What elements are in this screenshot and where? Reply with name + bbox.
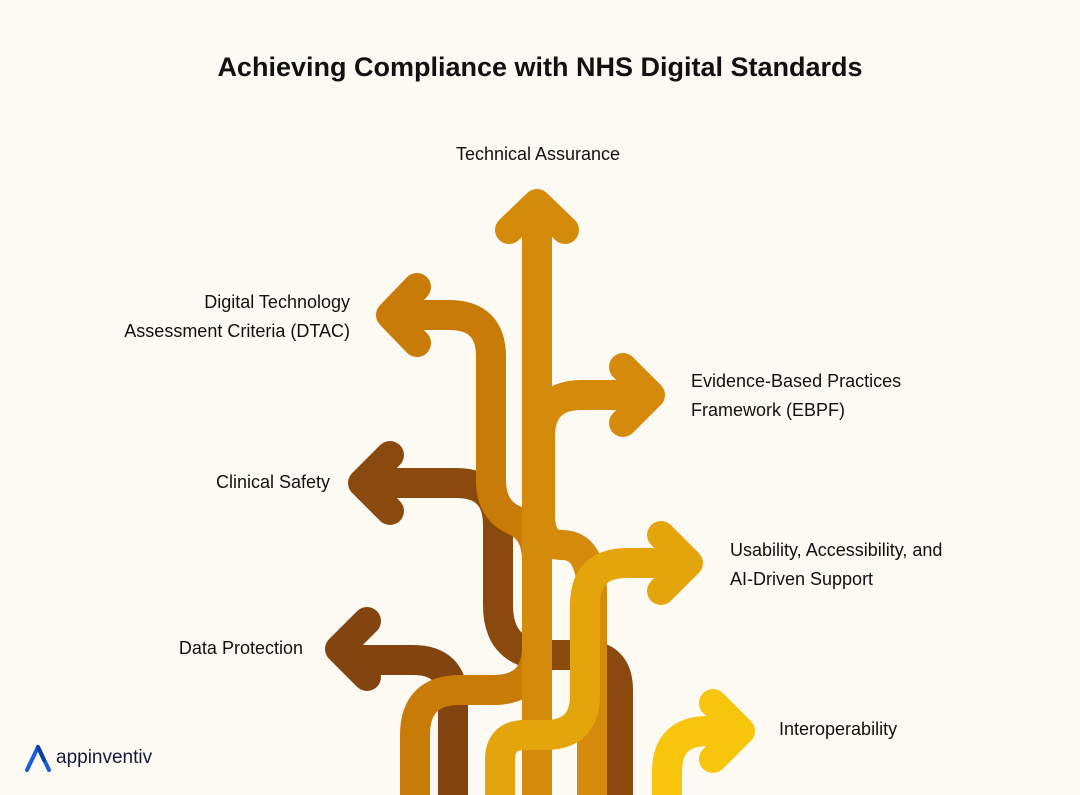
arrow-interoperability [652, 716, 730, 795]
diagram-title: Achieving Compliance with NHS Digital St… [217, 52, 863, 82]
arrowhead-technical-assurance [495, 189, 579, 244]
arrowhead-usability [647, 521, 703, 605]
arrowhead-dtac [376, 273, 431, 357]
arrowhead-ebpf [609, 353, 665, 437]
label-usability-line2: AI-Driven Support [730, 569, 874, 589]
label-ebpf-line1: Evidence-Based Practices [691, 371, 902, 391]
label-technical-assurance: Technical Assurance [420, 140, 656, 169]
arrowhead-interoperability [699, 689, 755, 773]
label-usability: Usability, Accessibility, and AI-Driven … [730, 536, 1060, 594]
label-interoperability: Interoperability [779, 715, 979, 744]
label-dtac-line2: Assessment Criteria (DTAC) [124, 321, 350, 341]
label-ebpf: Evidence-Based Practices Framework (EBPF… [691, 367, 991, 425]
brand-mark-icon [25, 745, 51, 772]
label-clinical-safety-text: Clinical Safety [215, 472, 330, 492]
label-data-protection: Data Protection [103, 634, 303, 663]
arrowhead-clinical-safety [348, 441, 404, 525]
arrow-usability [485, 548, 680, 795]
label-technical-assurance-text: Technical Assurance [455, 144, 621, 164]
label-ebpf-line2: Framework (EBPF) [691, 400, 846, 420]
arrowhead-data-protection [325, 607, 381, 691]
brand-logo: appinventiv [24, 743, 152, 773]
label-dtac: Digital Technology Assessment Criteria (… [80, 288, 350, 346]
label-interoperability-text: Interoperability [779, 719, 898, 739]
brand-logo-text: appinventiv [56, 747, 153, 768]
label-clinical-safety: Clinical Safety [130, 468, 330, 497]
label-data-protection-text: Data Protection [178, 638, 303, 658]
label-usability-line1: Usability, Accessibility, and [730, 540, 943, 560]
label-dtac-line1: Digital Technology [204, 292, 350, 312]
